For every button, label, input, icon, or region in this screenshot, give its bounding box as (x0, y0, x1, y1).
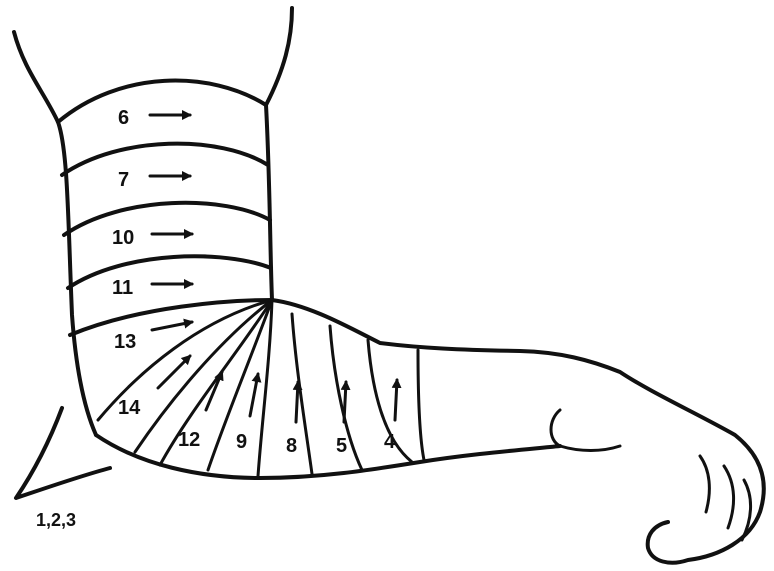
start-turn-angle (16, 408, 110, 498)
forearm-top-outline (272, 300, 764, 563)
label-turn-6: 6 (118, 107, 129, 129)
label-turn-7: 7 (118, 169, 129, 191)
label-turn-4: 4 (384, 431, 396, 453)
label-turn-10: 10 (112, 227, 134, 249)
label-turn-13: 13 (114, 331, 136, 353)
arrow-9 (250, 374, 258, 416)
hand-thumb-outline (551, 410, 620, 451)
arrow-8 (296, 382, 298, 422)
upper-arm-right-outline (266, 8, 292, 300)
hand-finger-line-2 (724, 466, 734, 528)
arrow-13 (152, 322, 192, 330)
hand-finger-line-1 (700, 456, 709, 512)
arrow-4 (395, 380, 397, 420)
band-line-7-10 (64, 203, 270, 235)
band-line-11-13 (70, 300, 272, 335)
arrow-5 (344, 382, 346, 422)
label-turn-11: 11 (112, 277, 133, 299)
upper-arm-left-outline (14, 32, 96, 435)
label-start-turns: 1,2,3 (36, 510, 76, 530)
forearm-band-line-4 (418, 350, 424, 460)
label-turn-5: 5 (336, 435, 347, 457)
fan-line-2 (135, 300, 272, 452)
label-turn-12: 12 (178, 429, 200, 451)
label-turn-8: 8 (286, 435, 297, 457)
label-turn-14: 14 (118, 397, 141, 419)
label-turn-9: 9 (236, 431, 247, 453)
band-line-6-7 (62, 144, 268, 175)
fan-line-5 (258, 300, 272, 476)
